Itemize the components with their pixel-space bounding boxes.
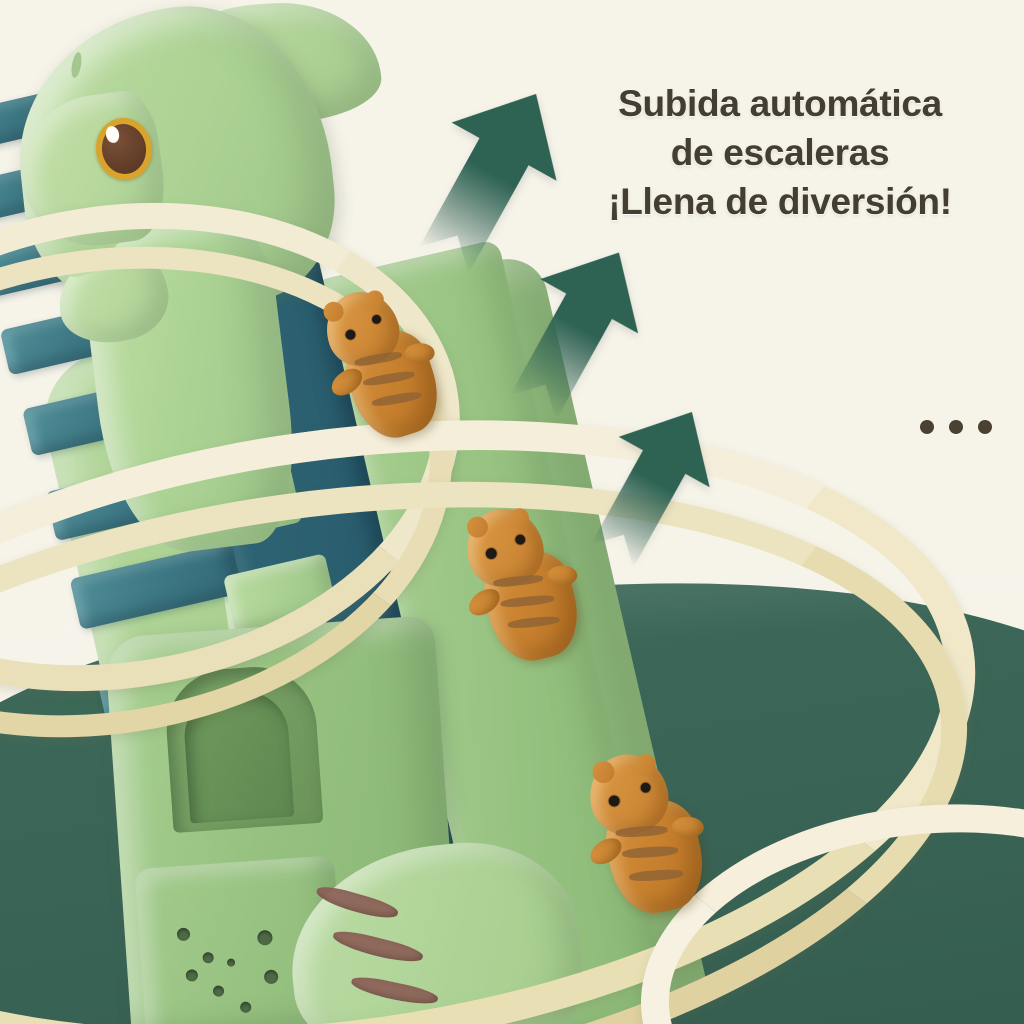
motion-arrow-bottom [565, 384, 739, 585]
ellipsis-dot [978, 420, 992, 434]
figure-arm [404, 342, 435, 364]
ellipsis-dot [949, 420, 963, 434]
headline-block: Subida automática de escaleras ¡Llena de… [560, 80, 1000, 226]
headline-line-2: de escaleras [670, 131, 890, 173]
headline-line-3: ¡Llena de diversión! [608, 180, 952, 222]
motion-arrow-middle [483, 224, 668, 436]
figure-arm [547, 565, 578, 586]
ellipsis-decoration [920, 420, 992, 434]
headline-line-1: Subida automática [618, 83, 942, 124]
motion-arrow-top [391, 65, 588, 289]
ellipsis-dot [920, 420, 934, 434]
figure-arm [671, 816, 705, 839]
